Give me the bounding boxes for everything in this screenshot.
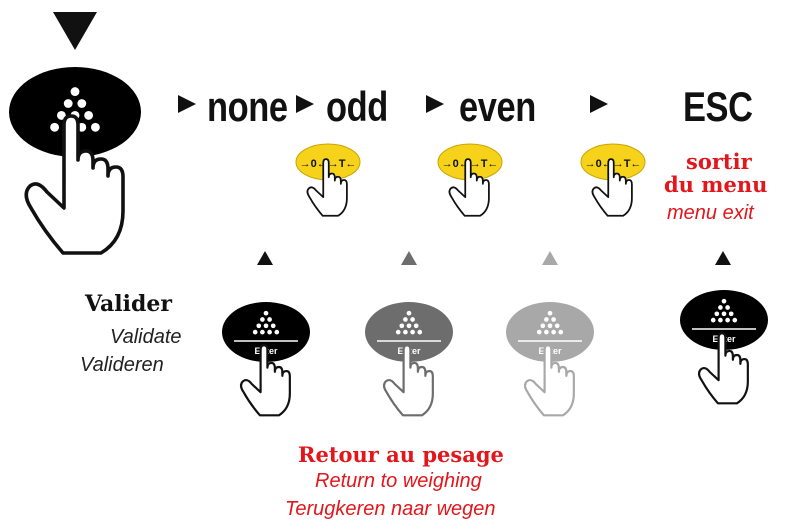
return-nl: Terugkeren naar wegen: [285, 498, 496, 520]
validate-nl: Valideren: [80, 354, 164, 376]
menu-option-odd: odd: [326, 83, 388, 130]
return-fr: Retour au pesage: [298, 442, 504, 467]
menu-option-none: none: [207, 83, 288, 130]
menu-option-even: even: [459, 83, 536, 130]
return-en: Return to weighing: [315, 470, 482, 492]
exit-en: menu exit: [667, 202, 754, 224]
pointing-hand-icon: [24, 114, 125, 255]
validate-fr: Valider: [85, 291, 172, 317]
down-triangle-icon: [53, 12, 97, 50]
right-triangle-icon: [590, 95, 608, 113]
right-triangle-icon: [426, 95, 444, 113]
up-triangle-icon: [542, 251, 558, 265]
up-triangle-icon: [715, 251, 731, 265]
exit-fr-line1: sortir: [686, 149, 752, 174]
exit-fr-line2: du menu: [664, 172, 768, 197]
right-triangle-icon: [178, 95, 196, 113]
up-triangle-icon: [257, 251, 273, 265]
enter-key-icon[interactable]: [9, 67, 141, 157]
menu-esc-label: ESC: [683, 83, 753, 130]
validate-en: Validate: [110, 326, 182, 348]
right-triangle-icon: [296, 95, 314, 113]
up-triangle-icon: [401, 251, 417, 265]
